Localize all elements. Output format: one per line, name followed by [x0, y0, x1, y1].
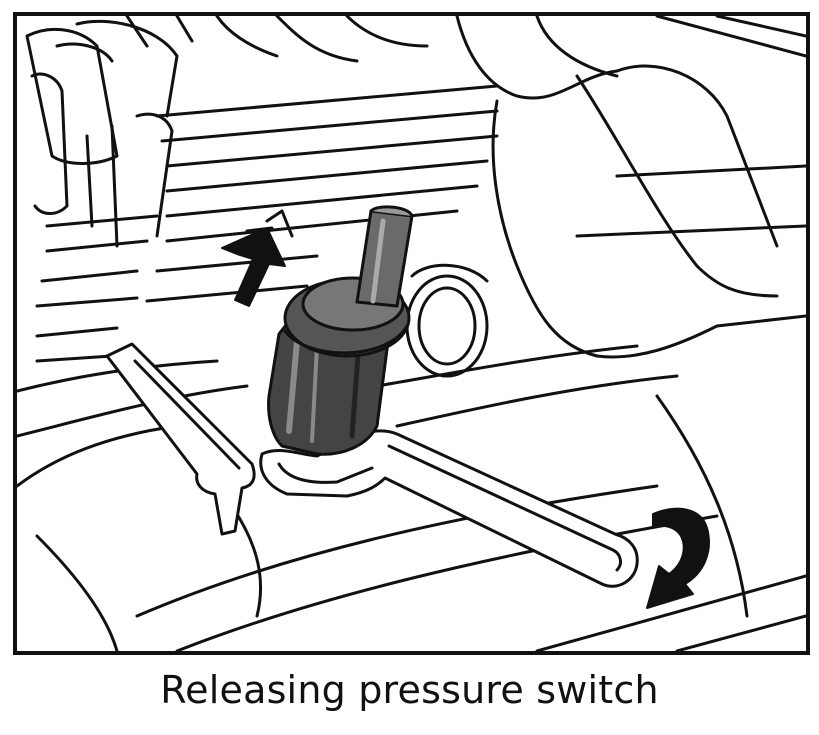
engine-housing [17, 16, 806, 651]
figure-caption: Releasing pressure switch [160, 668, 659, 712]
arrow-up-right-icon [221, 227, 286, 307]
pressure-switch-illustration [17, 16, 806, 651]
rotation-arrow-icon [646, 507, 710, 609]
pressure-switch [267, 205, 414, 456]
illustration-frame [13, 12, 810, 655]
open-end-wrench [105, 342, 256, 536]
